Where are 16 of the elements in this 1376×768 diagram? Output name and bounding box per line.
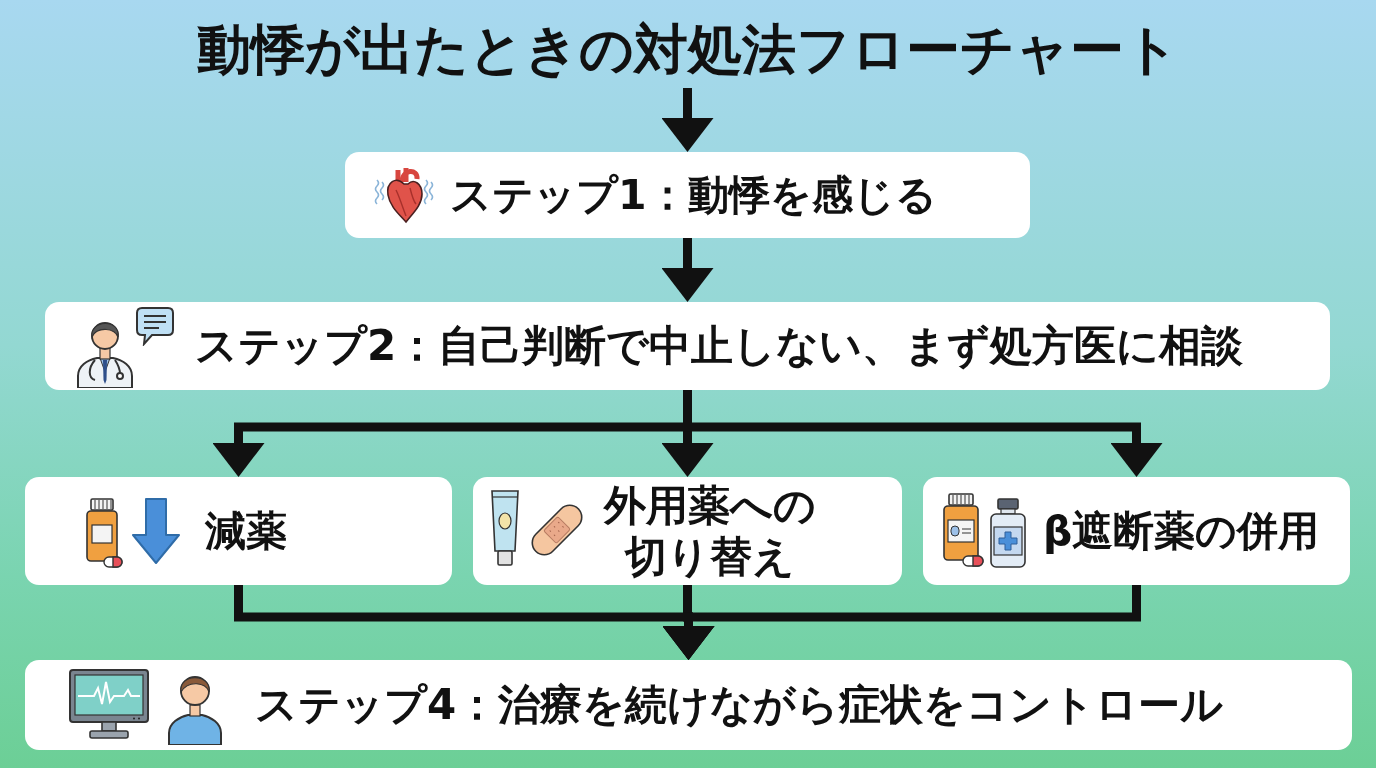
step-label: ステップ1：動悸を感じる [450,170,937,220]
title: 動悸が出たときの対処法フローチャート [197,18,1179,83]
option-label: β遮断薬の併用 [1043,506,1320,556]
option-box [473,477,902,585]
step-label: ステップ4：治療を続けながら症状をコントロール [255,679,1224,731]
arrow [661,238,714,302]
step-box [45,302,1330,390]
step-label: ステップ2：自己判断で中止しない、まず処方医に相談 [195,320,1244,372]
option-box [923,477,1350,585]
option-label: 外用薬への切り替え [602,479,817,583]
step-box [25,660,1352,750]
option-box [25,477,452,585]
arrow [662,585,1141,660]
arrow [661,88,714,152]
option-label: 減薬 [205,506,287,556]
step-box [345,152,1030,238]
